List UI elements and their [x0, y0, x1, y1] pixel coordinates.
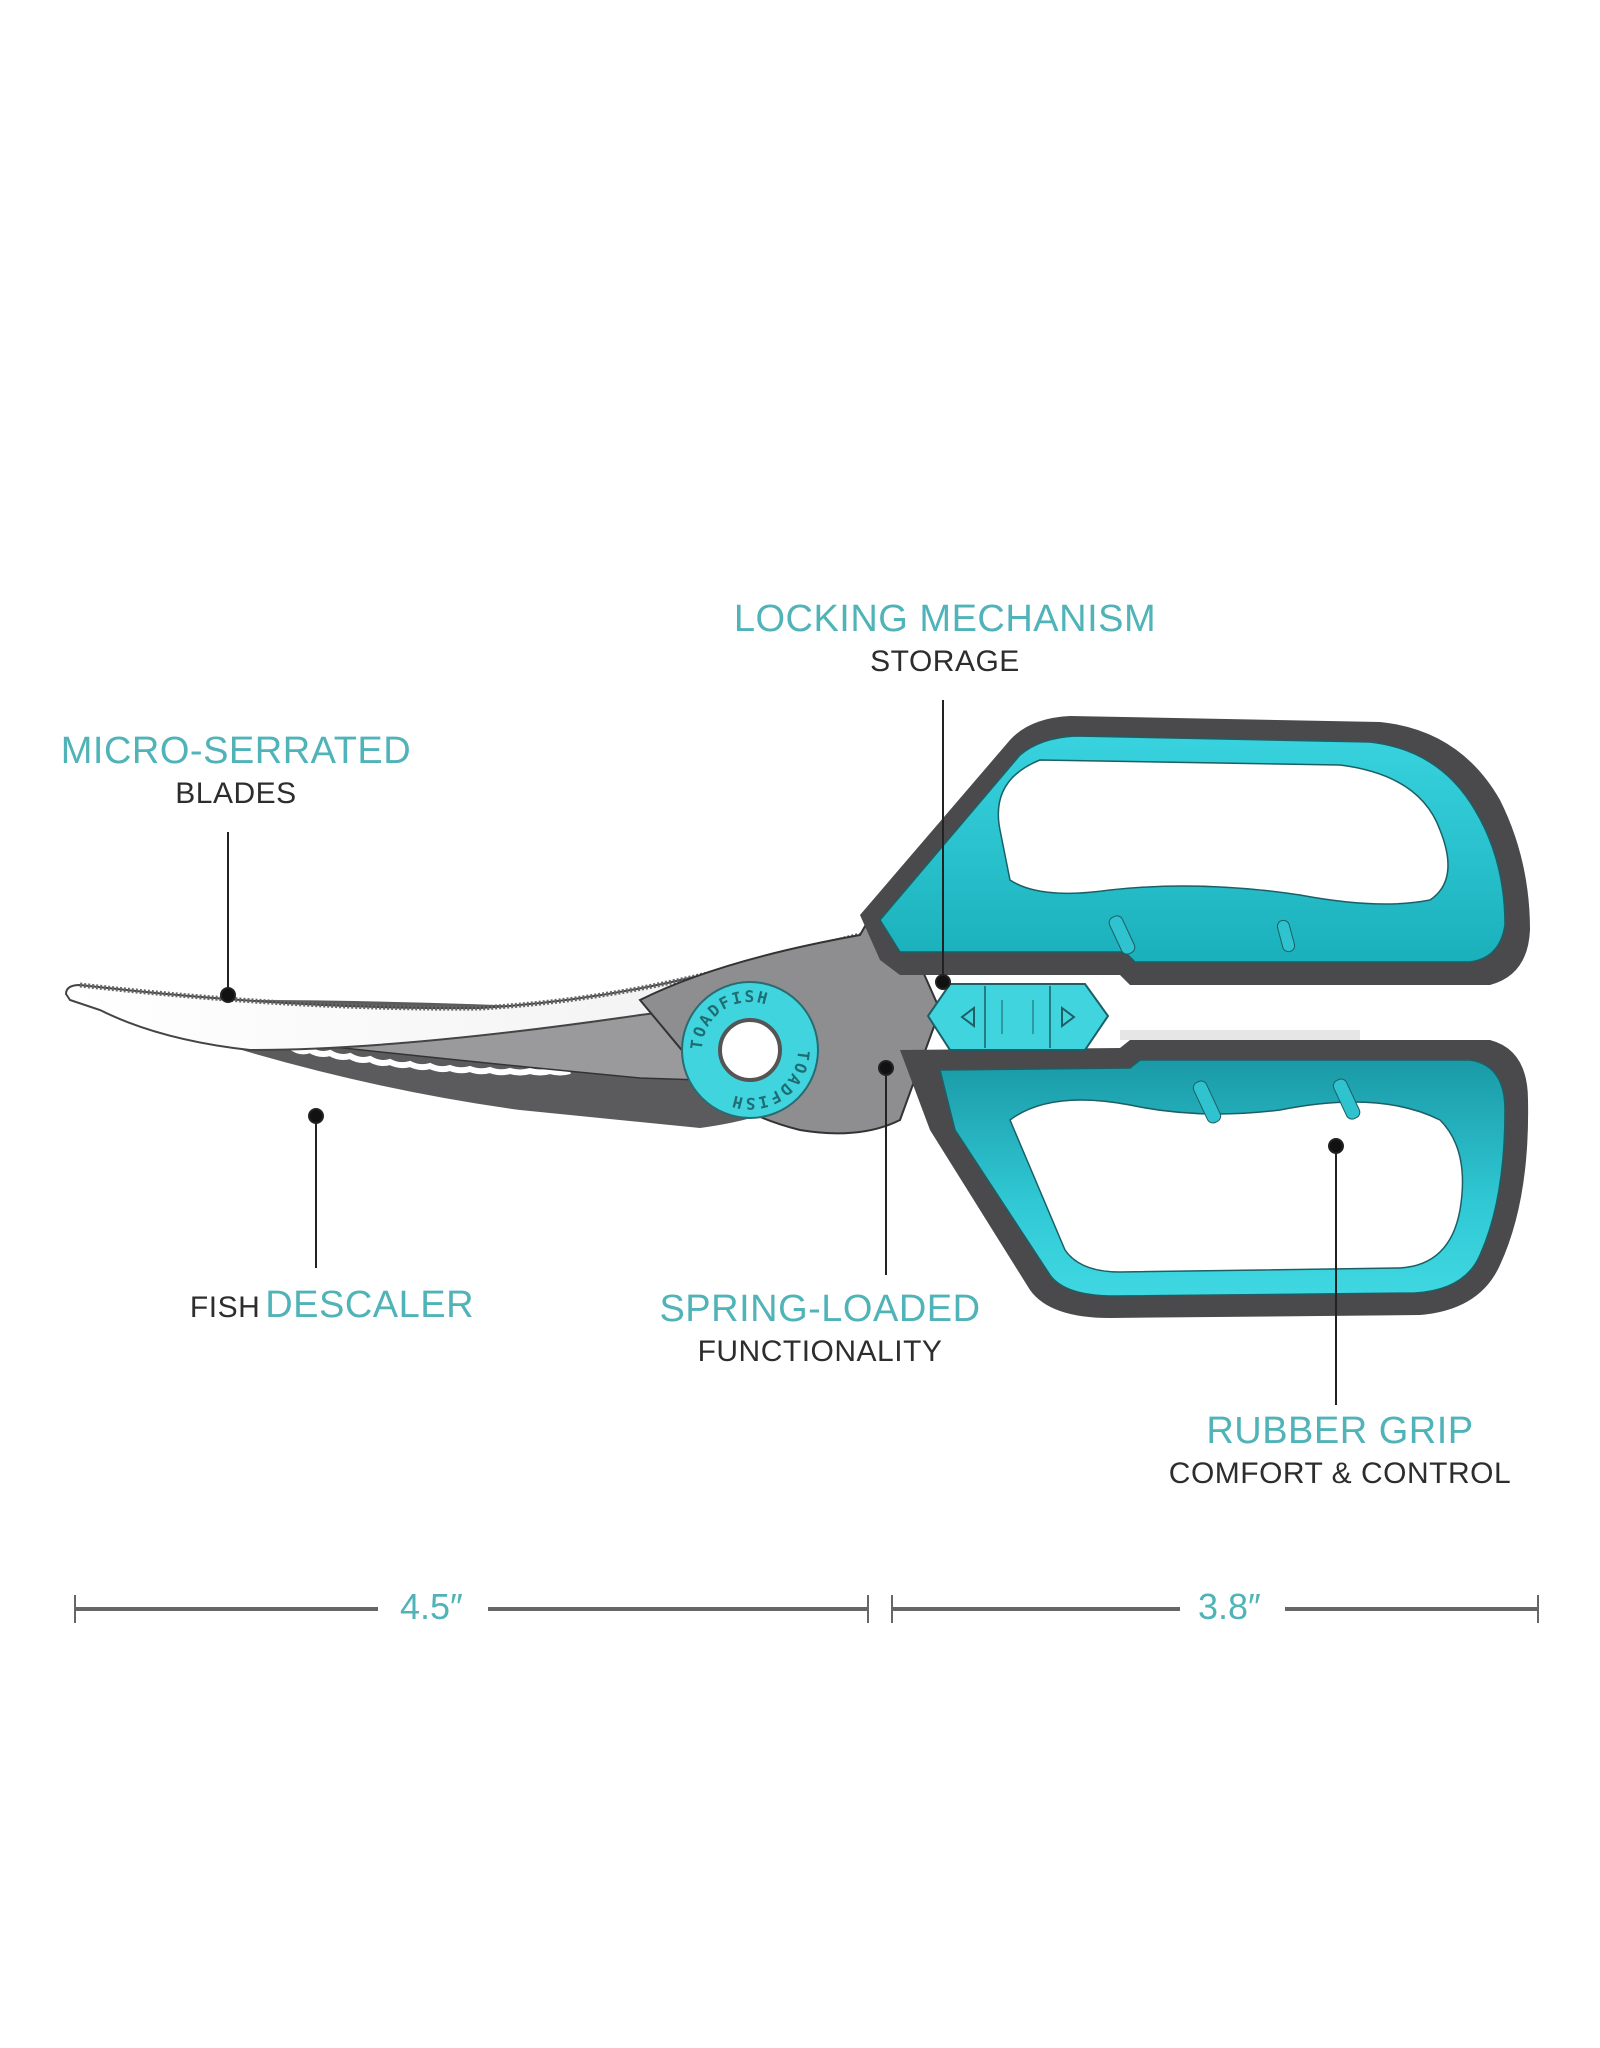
dimension-blade-length: 4.5″ [400, 1586, 463, 1627]
triangle-left-icon [960, 1006, 975, 1028]
callout-subtitle: STORAGE [870, 645, 1020, 678]
callout-prefix: FISH [189, 1291, 261, 1324]
callout-rubber-grip: RUBBER GRIP COMFORT & CONTROL [1140, 1410, 1540, 1491]
pivot-washer: TOADFISH TOADFISH [681, 981, 819, 1119]
callout-spring-loaded: SPRING-LOADED FUNCTIONALITY [640, 1288, 1000, 1369]
callout-title: LOCKING MECHANISM [733, 598, 1157, 640]
callout-subtitle: COMFORT & CONTROL [1168, 1457, 1512, 1490]
callout-subtitle: FUNCTIONALITY [697, 1335, 943, 1368]
callout-title: MICRO-SERRATED [60, 730, 412, 772]
dimension-handle-length: 3.8″ [1198, 1586, 1261, 1627]
callout-subtitle: BLADES [175, 777, 297, 810]
callout-title: RUBBER GRIP [1206, 1410, 1474, 1452]
callout-fish-descaler: FISH DESCALER [172, 1284, 492, 1327]
callout-locking-mechanism: LOCKING MECHANISM STORAGE [712, 598, 1178, 679]
dimension-lines [74, 1595, 1539, 1623]
callout-micro-serrated: MICRO-SERRATED BLADES [48, 730, 424, 811]
lock-button [926, 983, 1110, 1051]
leader-lines [220, 700, 1344, 1405]
upper-handle [860, 716, 1530, 985]
lower-handle [900, 1030, 1529, 1318]
triangle-right-icon [1061, 1006, 1076, 1028]
callout-title: SPRING-LOADED [659, 1288, 981, 1330]
callout-title: DESCALER [265, 1284, 475, 1326]
